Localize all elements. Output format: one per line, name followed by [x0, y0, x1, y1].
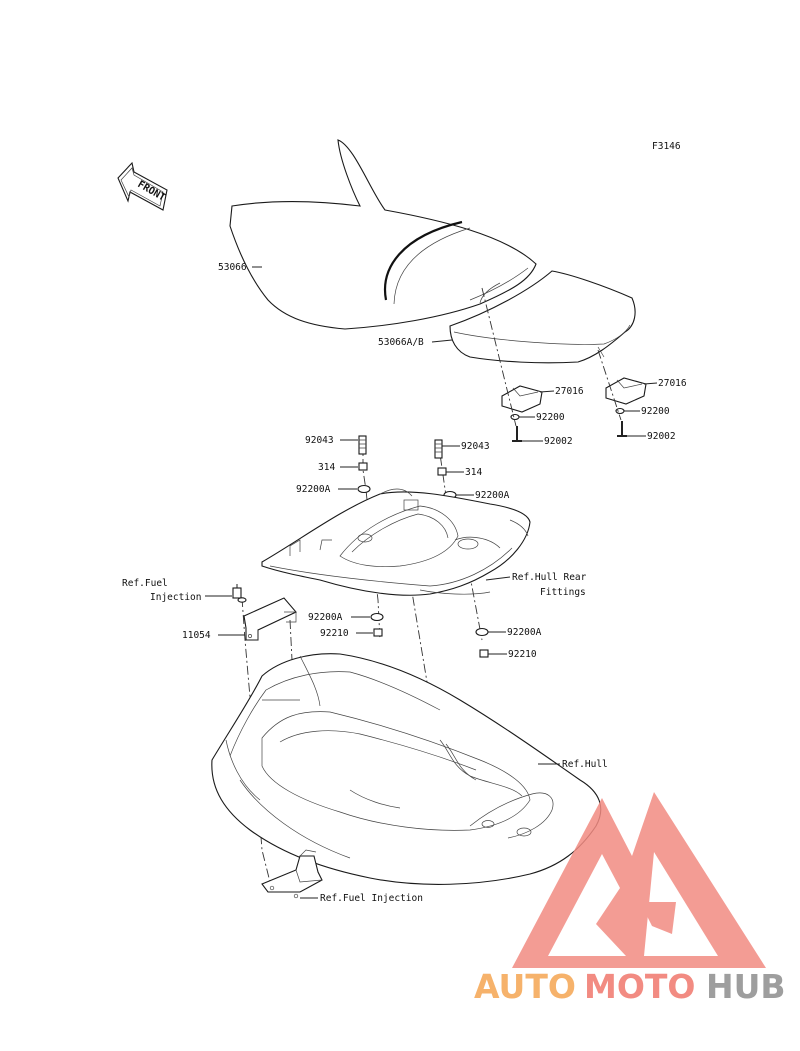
callout-92200A-left-lower: 92200A [308, 612, 343, 623]
callout-92002-right: 92002 [647, 431, 676, 442]
callout-53066ab: 53066A/B [378, 337, 424, 348]
bolt-92002-right [617, 421, 627, 437]
stud-92043-right [434, 439, 443, 459]
callout-92210-left: 92210 [320, 628, 349, 639]
bolt-92002-left [512, 426, 522, 442]
fuel-bracket-lower [261, 849, 323, 899]
callout-92200A-left: 92200A [296, 484, 331, 495]
bracket-27016-right [605, 377, 647, 405]
callout-ref-hull-rear-1: Ref.Hull Rear [512, 572, 587, 583]
svg-text:MOTO: MOTO [584, 967, 695, 1006]
callout-92200A-right: 92200A [475, 490, 510, 501]
front-seat-53066 [229, 139, 537, 330]
callout-11054: 11054 [182, 630, 211, 641]
bracket-27016-left [501, 385, 543, 413]
washer-92200A-left-lower [370, 612, 384, 622]
callout-ref-hull: Ref.Hull [562, 759, 608, 770]
automotohub-logo-icon [512, 792, 766, 968]
svg-text:AUTO: AUTO [474, 967, 576, 1006]
nut-92210-left [373, 628, 383, 637]
callout-ref-hull-rear-2: Fittings [540, 587, 586, 598]
callout-92200A-right-lower: 92200A [507, 627, 542, 638]
nut-314-left [358, 462, 368, 471]
callout-53066: 53066 [218, 262, 247, 273]
nut-92210-right [479, 649, 489, 658]
figure-code: F3146 [652, 141, 681, 152]
hull [211, 653, 602, 885]
washer-92200A-right-lower [475, 627, 489, 637]
callout-27016-right: 27016 [658, 378, 687, 389]
washer-92200-right [615, 407, 625, 415]
callout-92002-left: 92002 [544, 436, 573, 447]
svg-text:HUB: HUB [706, 967, 786, 1006]
callout-27016-left: 27016 [555, 386, 584, 397]
seat-base-tray [261, 488, 531, 596]
nut-314-right [437, 467, 447, 476]
stud-92043-left [358, 435, 367, 455]
fuel-clip [232, 584, 247, 603]
callout-92200-right: 92200 [641, 406, 670, 417]
callout-92043-right: 92043 [461, 441, 490, 452]
rear-seat-53066ab [449, 270, 636, 364]
automotohub-wordmark: AUTO MOTO HUB [474, 967, 786, 1006]
callout-ref-fuel-2: Injection [150, 592, 201, 603]
bracket-11054 [243, 597, 297, 641]
leader-53066ab [431, 339, 453, 343]
callout-ref-fuel-1: Ref.Fuel [122, 578, 168, 589]
front-arrow-icon: FRONT [117, 161, 168, 211]
callout-92200-left: 92200 [536, 412, 565, 423]
callout-314-left: 314 [318, 462, 335, 473]
callout-ref-fuel-bottom: Ref.Fuel Injection [320, 893, 423, 904]
callout-314-right: 314 [465, 467, 482, 478]
washer-92200-left [510, 413, 520, 421]
washer-92200A-left [357, 484, 371, 494]
callout-92043-left: 92043 [305, 435, 334, 446]
callout-92210-right: 92210 [508, 649, 537, 660]
